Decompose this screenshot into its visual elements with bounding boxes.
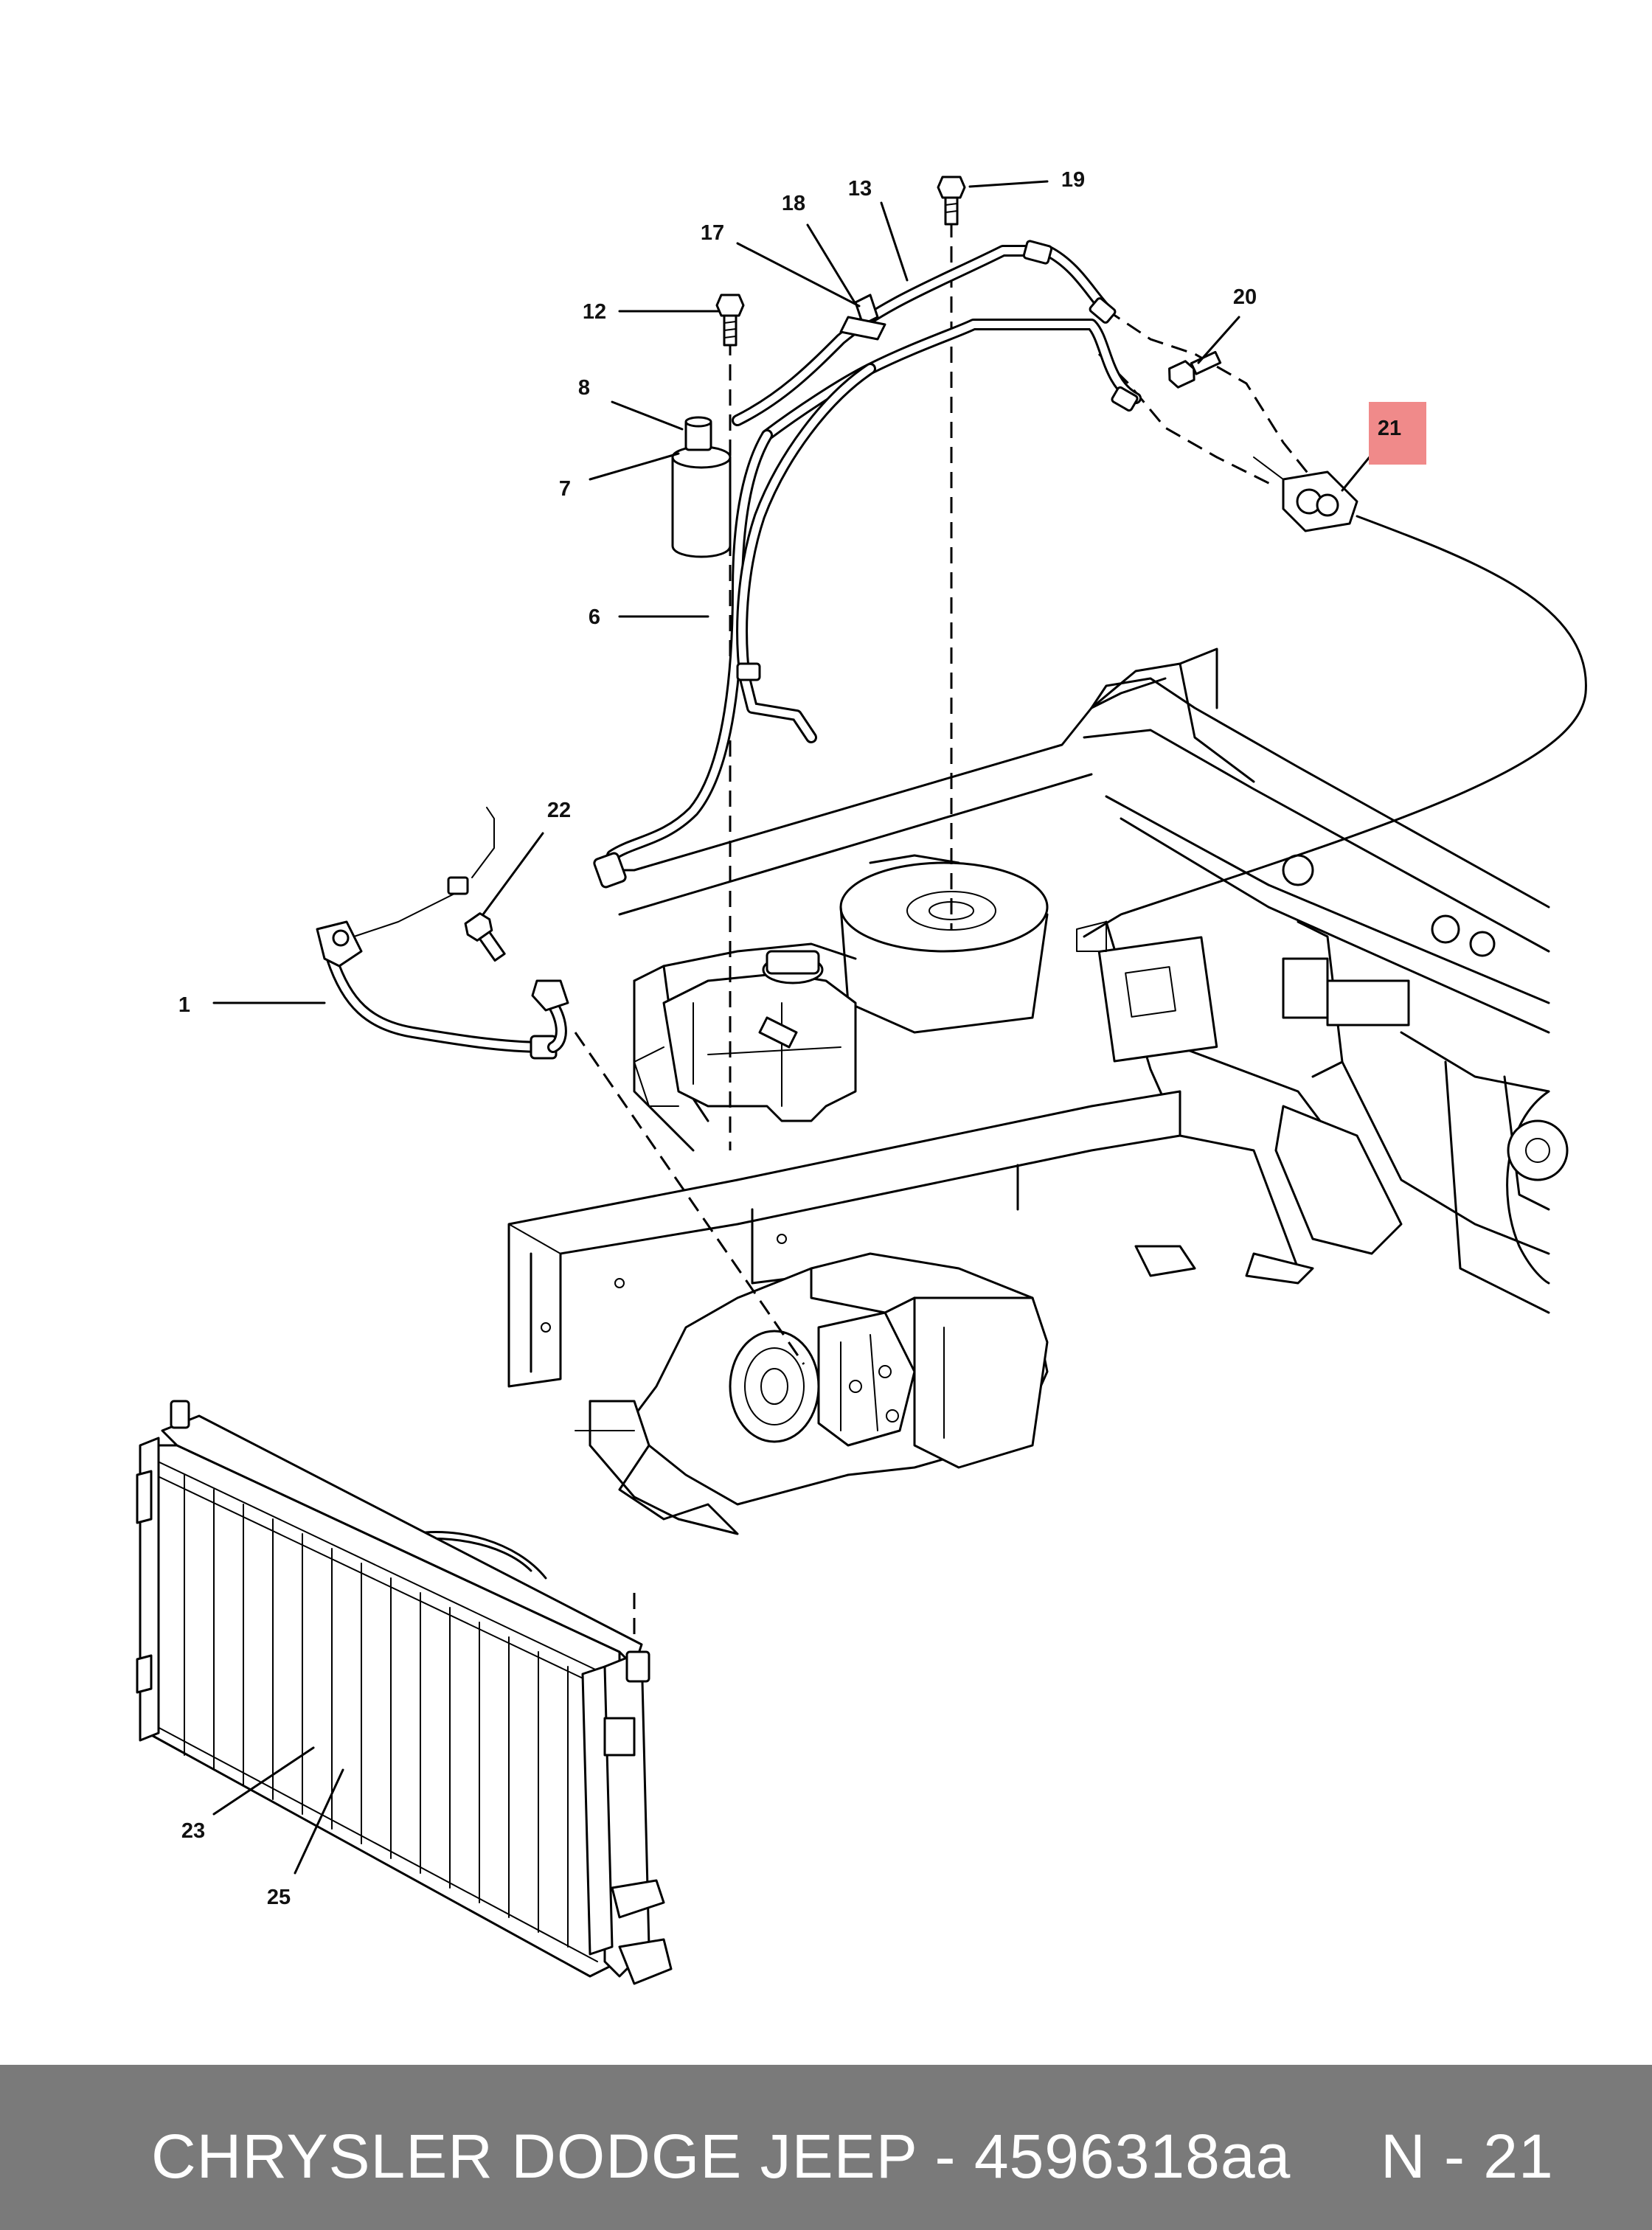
- callout-23: 23: [181, 1819, 205, 1843]
- callout-17: 17: [701, 221, 724, 245]
- callout-21: 21: [1378, 417, 1401, 440]
- callout-20: 20: [1233, 285, 1257, 309]
- bolts: [464, 176, 1222, 962]
- coolant-reservoir: [634, 950, 857, 1122]
- footer-part-info: CHRYSLER DODGE JEEP - 4596318aa N - 21: [151, 2122, 1554, 2191]
- ac-compressor: [575, 1252, 1049, 1535]
- vehicle-body-structure: [507, 647, 1569, 1388]
- callout-22: 22: [547, 799, 571, 822]
- footer-banner: CHRYSLER DODGE JEEP - 4596318aa N - 21: [0, 2065, 1652, 2230]
- callout-18: 18: [782, 192, 805, 215]
- callout-8: 8: [578, 376, 590, 400]
- condenser-radiator: [136, 1400, 673, 1985]
- callout-19: 19: [1061, 168, 1085, 192]
- callout-7: 7: [559, 477, 571, 501]
- parts-diagram: 1 6 7 8 12 13 17 18 19 20 21 22 23 25: [136, 168, 1587, 1985]
- ac-system-illustration: 1 6 7 8 12 13 17 18 19 20 21 22 23 25: [136, 168, 1587, 1985]
- callout-1: 1: [178, 993, 190, 1017]
- callout-labels: 1 6 7 8 12 13 17 18 19 20 21 22 23 25: [178, 168, 1426, 1909]
- callout-leaders: [212, 180, 1377, 1875]
- callout-25: 25: [267, 1886, 291, 1909]
- pressure-transducer: [1253, 456, 1358, 532]
- callout-highlight-21: [1369, 402, 1426, 465]
- callout-6: 6: [589, 605, 600, 629]
- liquid-line-assembly: [316, 807, 569, 1060]
- receiver-drier: [671, 416, 732, 558]
- callout-12: 12: [583, 300, 606, 324]
- pressure-transducer-wire: [1076, 515, 1587, 952]
- callout-13: 13: [848, 177, 872, 201]
- ac-lines-upper: [593, 240, 1142, 889]
